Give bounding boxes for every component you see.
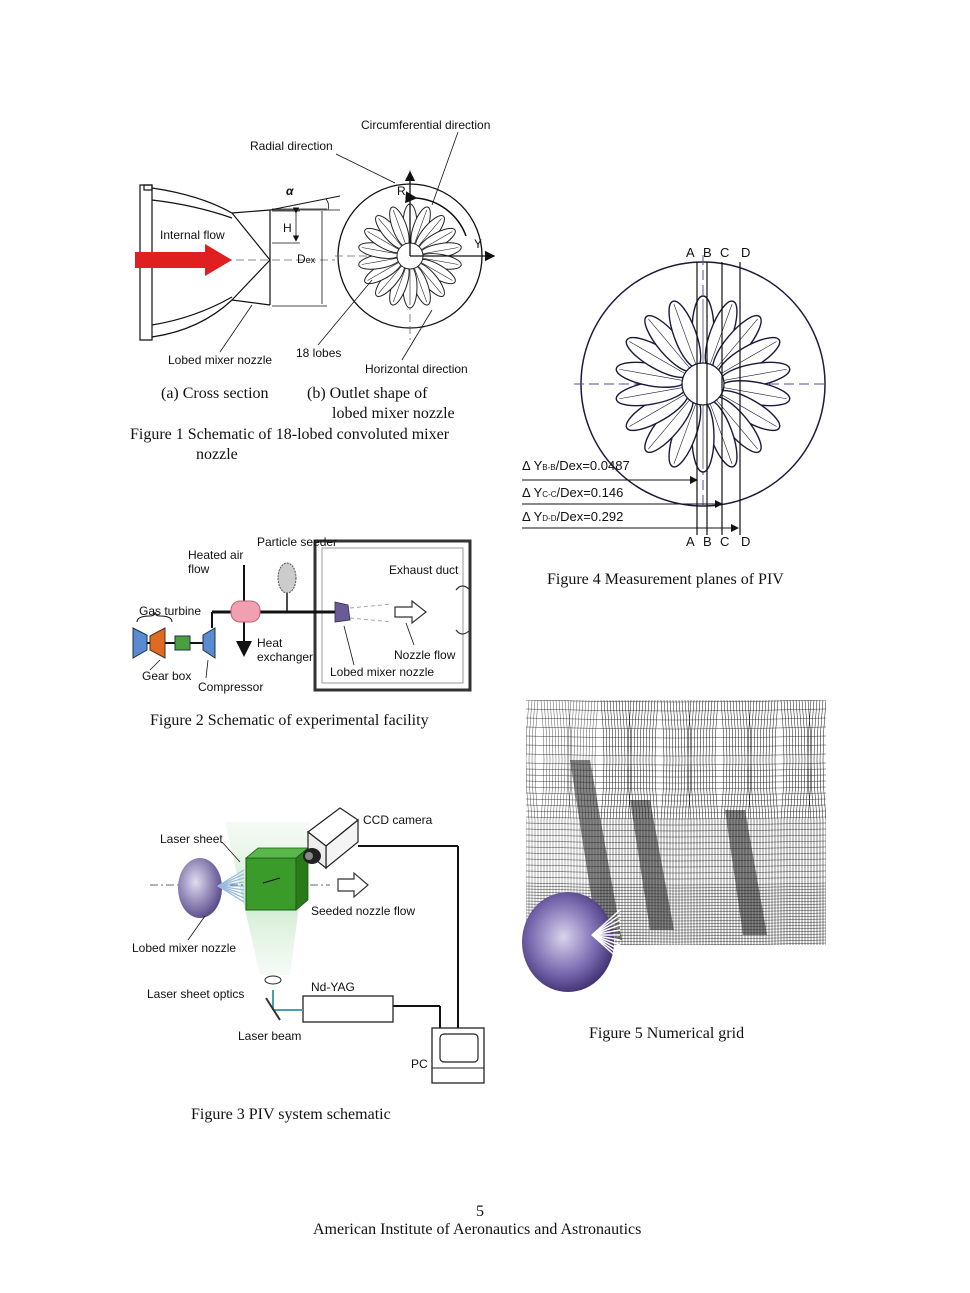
label-y: Y <box>474 237 483 251</box>
seeded-region <box>245 857 297 911</box>
internal-flow-arrow <box>135 244 232 276</box>
label-particle-seeder: Particle seeder <box>257 535 338 549</box>
lobed-mixer-nozzle-fig3 <box>178 858 222 918</box>
fig1-caption-line2: nozzle <box>196 446 238 463</box>
gas-turbine-left <box>132 627 148 659</box>
page-number: 5 <box>476 1203 484 1220</box>
label-exhaust-duct: Exhaust duct <box>389 563 459 577</box>
fig2-caption: Figure 2 Schematic of experimental facil… <box>150 712 429 729</box>
label-laser-sheet: Laser sheet <box>160 832 223 846</box>
label-heat-exchanger: Heat exchanger <box>257 636 314 664</box>
label-compressor: Compressor <box>198 680 264 694</box>
laser-sheet-optics <box>264 975 282 985</box>
compressor <box>202 627 216 659</box>
pc <box>431 1027 485 1084</box>
lobed-mixer-nozzle-small <box>334 601 351 623</box>
fig3-caption: Figure 3 PIV system schematic <box>191 1106 391 1123</box>
delta-y-dd: Δ YD-D/Dex=0.292 <box>522 509 624 524</box>
label-gear-box: Gear box <box>142 669 192 683</box>
delta-y-bb: Δ YB-B/Dex=0.0487 <box>522 458 630 473</box>
particle-seeder <box>277 562 297 594</box>
label-seeded-flow: Seeded nozzle flow <box>311 904 416 918</box>
measurement-plane-lines <box>696 262 741 535</box>
fig5-caption: Figure 5 Numerical grid <box>589 1025 745 1042</box>
fig1-sub-a: (a) Cross section <box>161 385 269 402</box>
label-pc: PC <box>411 1057 428 1071</box>
label-circumferential: Circumferential direction <box>361 118 491 132</box>
label-horizontal: Horizontal direction <box>365 362 468 376</box>
label-laser-sheet-optics: Laser sheet optics <box>147 987 245 1001</box>
label-18-lobes: 18 lobes <box>296 346 342 360</box>
ccd-camera <box>303 807 360 870</box>
top-plane-letters: A B C D <box>686 245 751 260</box>
label-dex: Dex <box>297 252 316 266</box>
label-lobed-mixer-nozzle-fig2: Lobed mixer nozzle <box>330 665 435 679</box>
fig1-sub-b-line1: (b) Outlet shape of <box>307 385 428 402</box>
nd-yag-laser <box>302 995 394 1023</box>
nozzle-cross-section <box>139 184 271 341</box>
label-laser-beam: Laser beam <box>238 1029 302 1043</box>
label-ccd-camera: CCD camera <box>363 813 433 827</box>
footer-org: American Institute of Aeronautics and As… <box>313 1221 642 1238</box>
delta-y-cc: Δ YC-C/Dex=0.146 <box>522 485 624 500</box>
fig1-sub-b-line2: lobed mixer nozzle <box>332 405 455 422</box>
label-r: R <box>397 184 406 198</box>
bottom-plane-letters: A B C D <box>686 534 751 549</box>
heat-exchanger <box>230 600 261 623</box>
fig4-caption: Figure 4 Measurement planes of PIV <box>547 571 784 588</box>
label-lobed-mixer-nozzle: Lobed mixer nozzle <box>168 353 273 367</box>
label-gas-turbine: Gas turbine <box>139 604 202 618</box>
label-alpha: α <box>286 184 294 198</box>
label-radial: Radial direction <box>250 139 333 153</box>
outlet-shape <box>219 131 496 361</box>
label-lobed-mixer-nozzle-fig3: Lobed mixer nozzle <box>132 941 237 955</box>
label-heated-air: Heated air flow <box>188 548 244 576</box>
label-nd-yag: Nd-YAG <box>311 980 355 994</box>
label-nozzle-flow: Nozzle flow <box>394 648 456 662</box>
label-internal-flow: Internal flow <box>160 228 225 242</box>
label-h: H <box>283 221 292 235</box>
fig1-caption-line1: Figure 1 Schematic of 18-lobed convolute… <box>130 426 450 443</box>
